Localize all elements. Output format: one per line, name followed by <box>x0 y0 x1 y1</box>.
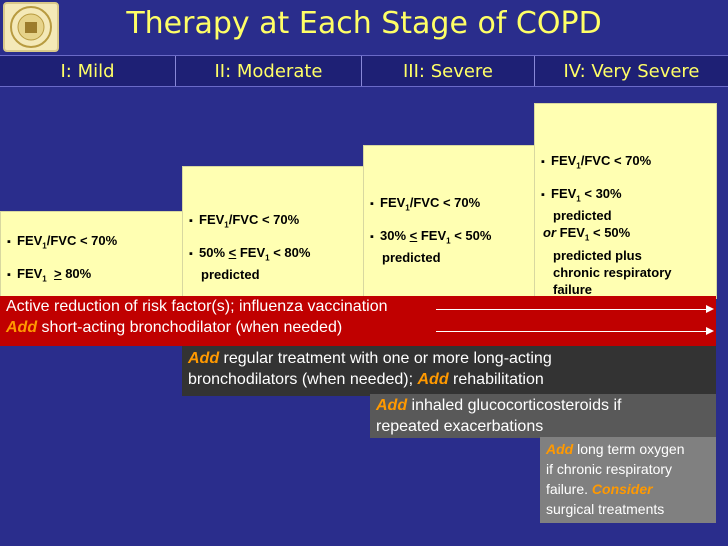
band-respiratory-text: if chronic respiratory <box>546 461 673 477</box>
criterion-fev1-fvc: FEV1/FVC < 70% <box>370 194 536 217</box>
criterion-fev1-alternative: or FEV1 < 50% predicted plus chronic res… <box>543 225 672 297</box>
criterion-fev1-fvc: FEV1/FVC < 70% <box>189 211 364 234</box>
criteria-box-severe: FEV1/FVC < 70% 30% < FEV1 < 50%predicted <box>363 145 537 299</box>
arrow-right-icon <box>436 305 714 313</box>
band-failure-consider-text: failure. Consider <box>546 481 653 497</box>
institution-logo <box>3 2 59 52</box>
stage-divider <box>175 56 176 86</box>
seal-icon <box>10 6 52 48</box>
band-glucocorticosteroids-text: Add inhaled glucocorticosteroids if <box>376 397 622 414</box>
stage-divider <box>534 56 535 86</box>
stage-divider <box>361 56 362 86</box>
stage-very-severe-label: IV: Very Severe <box>563 61 700 82</box>
band-oxygen-text: Add long term oxygen <box>546 441 685 457</box>
band-exacerbations-text: repeated exacerbations <box>376 418 544 435</box>
stage-header-bar <box>0 55 728 87</box>
page-title: Therapy at Each Stage of COPD <box>126 6 602 41</box>
stage-severe-label: III: Severe <box>402 61 494 82</box>
criteria-box-very-severe: FEV1/FVC < 70% FEV1 < 30%predicted or FE… <box>534 103 717 299</box>
criteria-box-mild: FEV1/FVC < 70% FEV1 > 80% <box>0 211 184 299</box>
criterion-fev1-range: 30% < FEV1 < 50%predicted <box>370 227 536 267</box>
criterion-fev1-range: 50% < FEV1 < 80%predicted <box>189 244 364 284</box>
stage-moderate-label: II: Moderate <box>214 61 323 82</box>
stage-mild-label: I: Mild <box>60 61 115 82</box>
band-risk-reduction-text: Active reduction of risk factor(s); infl… <box>6 298 388 315</box>
band-short-acting-text: Add short-acting bronchodilator (when ne… <box>6 319 343 336</box>
criterion-fev1-fvc: FEV1/FVC < 70% <box>7 232 183 255</box>
arrow-right-icon <box>436 327 714 335</box>
criterion-fev1-fvc: FEV1/FVC < 70% <box>541 152 716 175</box>
criterion-fev1-range: FEV1 > 80% <box>7 265 183 288</box>
band-long-acting-text: Add regular treatment with one or more l… <box>188 350 552 367</box>
band-surgical-text: surgical treatments <box>546 501 665 517</box>
treatment-band-moderate: Add regular treatment with one or more l… <box>182 346 716 396</box>
treatment-band-very-severe: Add long term oxygen if chronic respirat… <box>540 437 716 523</box>
treatment-band-severe: Add inhaled glucocorticosteroids if repe… <box>370 394 716 438</box>
criterion-fev1-range: FEV1 < 30%predicted <box>541 185 716 225</box>
treatment-band-all-stages: Active reduction of risk factor(s); infl… <box>0 296 716 346</box>
criteria-box-moderate: FEV1/FVC < 70% 50% < FEV1 < 80%predicted <box>182 166 365 299</box>
band-rehabilitation-text: bronchodilators (when needed); Add rehab… <box>188 371 544 388</box>
